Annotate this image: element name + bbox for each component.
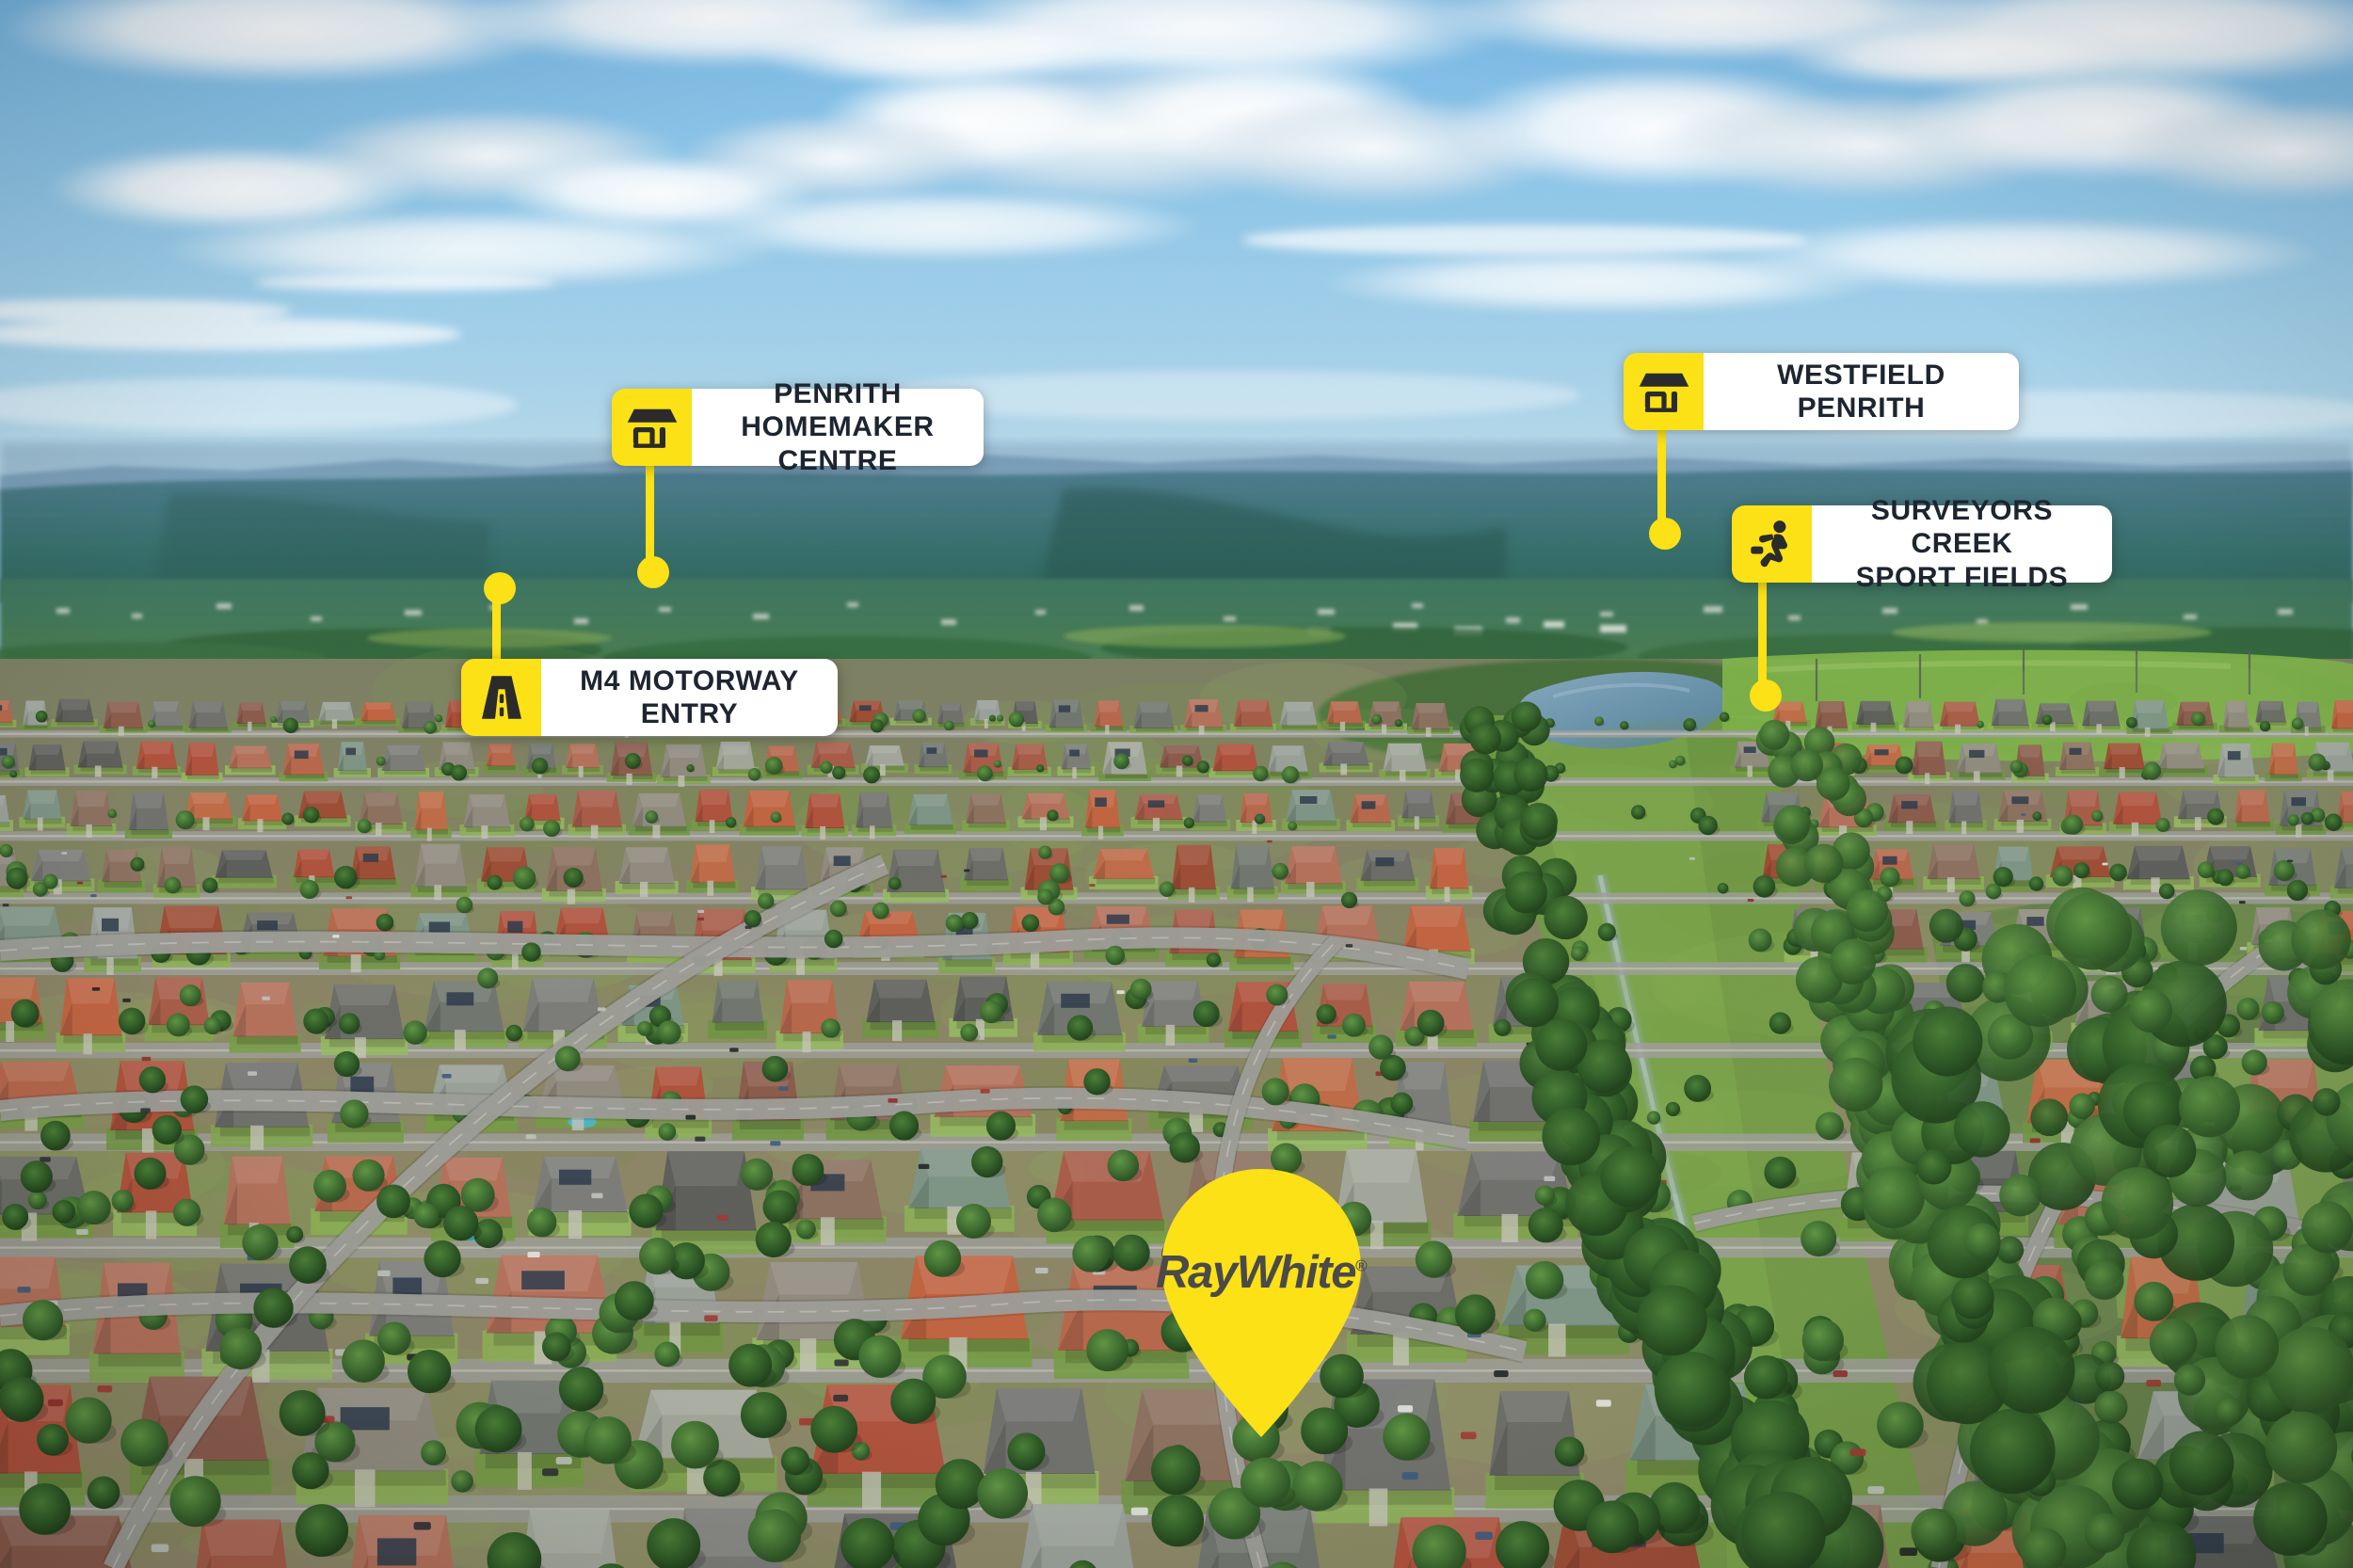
storefront-icon bbox=[612, 389, 692, 466]
callout-label: WESTFIELD PENRITH bbox=[1777, 359, 1945, 424]
motorway-icon bbox=[461, 659, 541, 736]
running-person-icon bbox=[1732, 505, 1812, 583]
storefront-icon bbox=[1624, 353, 1704, 430]
ray-white-wordmark: RayWhite® bbox=[1156, 1247, 1368, 1298]
pin-teardrop-shape bbox=[1161, 1169, 1361, 1437]
callout-label: SURVEYORS CREEK SPORT FIELDS bbox=[1855, 494, 2069, 593]
leader-dot-penrith-homemaker-centre bbox=[637, 556, 669, 588]
leader-line-m4-motorway-entry bbox=[491, 588, 501, 660]
callout-surveyors-creek-sport-fields[interactable]: SURVEYORS CREEK SPORT FIELDS bbox=[1732, 495, 2112, 593]
leader-line-surveyors-creek-sport-fields bbox=[1757, 583, 1767, 696]
leader-line-penrith-homemaker-centre bbox=[645, 466, 654, 572]
leader-dot-surveyors-creek-sport-fields bbox=[1750, 680, 1782, 712]
leader-dot-m4-motorway-entry bbox=[484, 572, 516, 604]
callout-m4-motorway-entry[interactable]: M4 MOTORWAY ENTRY bbox=[461, 659, 838, 736]
callout-body: SURVEYORS CREEK SPORT FIELDS bbox=[1812, 495, 2112, 593]
callout-label: M4 MOTORWAY ENTRY bbox=[580, 664, 799, 729]
callout-body: M4 MOTORWAY ENTRY bbox=[541, 659, 838, 736]
callout-body: PENRITH HOMEMAKER CENTRE bbox=[692, 378, 984, 476]
leader-line-westfield-penrith bbox=[1657, 430, 1666, 534]
callout-westfield-penrith[interactable]: WESTFIELD PENRITH bbox=[1624, 353, 2019, 430]
leader-dot-westfield-penrith bbox=[1649, 518, 1681, 550]
callout-body: WESTFIELD PENRITH bbox=[1704, 353, 2019, 430]
ray-white-location-pin[interactable]: RayWhite® bbox=[1156, 1167, 1368, 1438]
callout-penrith-homemaker-centre[interactable]: PENRITH HOMEMAKER CENTRE bbox=[612, 378, 984, 476]
callout-label: PENRITH HOMEMAKER CENTRE bbox=[741, 377, 935, 476]
